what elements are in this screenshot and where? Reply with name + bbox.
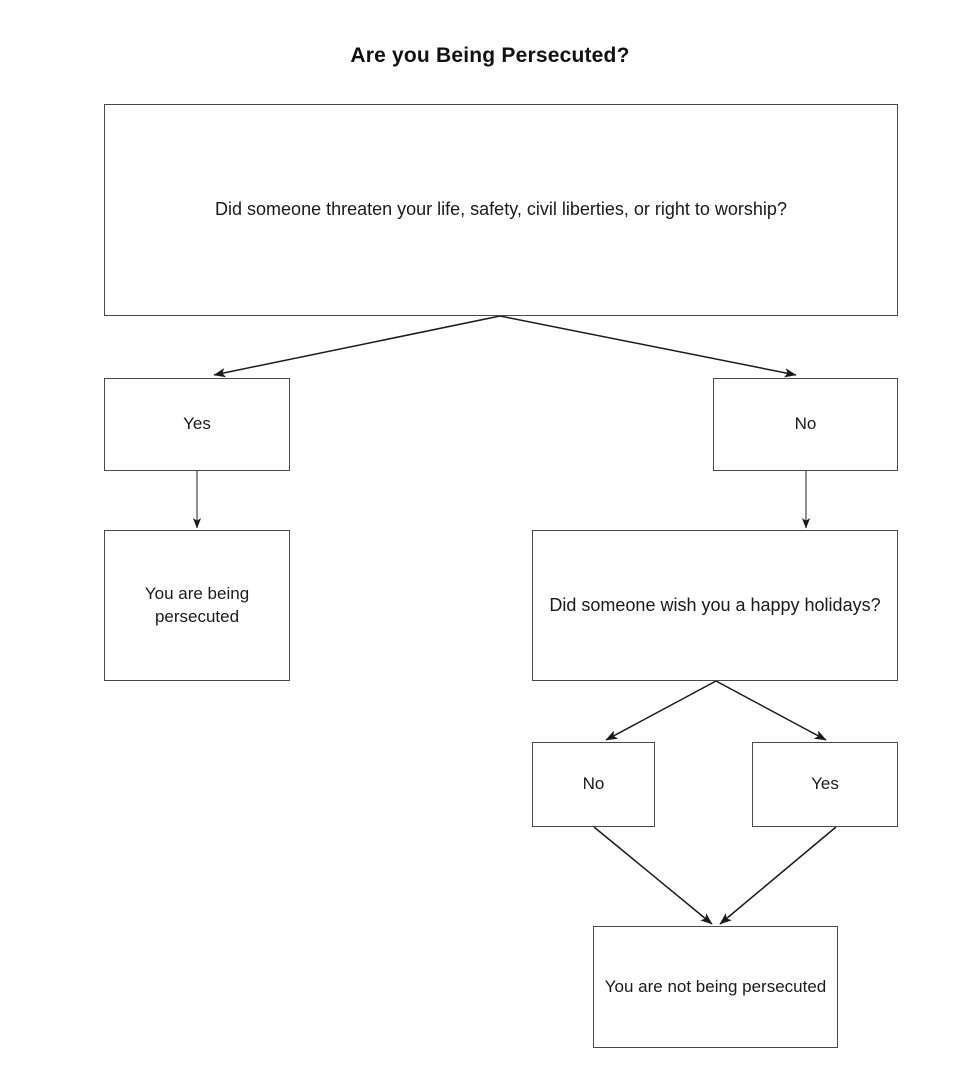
node-answer-yes-level2[interactable]: Yes [752, 742, 898, 827]
node-outcome-persecuted[interactable]: You are being persecuted [104, 530, 290, 681]
edge-root-to-yes [213, 315, 501, 378]
node-outcome-not-persecuted[interactable]: You are not being persecuted [593, 926, 838, 1048]
edge-holidays-to-yes2 [715, 680, 827, 741]
node-outcome-persecuted-label: You are being persecuted [144, 584, 250, 626]
edge-no2-to-notpersecuted [593, 826, 713, 925]
node-answer-no-level2[interactable]: No [532, 742, 655, 827]
edge-yes2-to-notpersecuted [719, 826, 837, 925]
edge-holidays-to-no2 [605, 680, 717, 741]
edge-root-to-no [499, 315, 797, 378]
node-answer-yes-level1[interactable]: Yes [104, 378, 290, 471]
node-answer-no-level1[interactable]: No [713, 378, 898, 471]
node-answer-yes-level1-label: Yes [183, 414, 211, 434]
node-holidays-question[interactable]: Did someone wish you a happy holidays? [532, 530, 898, 681]
node-answer-no-level1-label: No [794, 414, 817, 434]
node-answer-yes-level2-label: Yes [811, 774, 839, 794]
node-outcome-not-persecuted-label: You are not being persecuted [604, 976, 827, 996]
node-root-question[interactable]: Did someone threaten your life, safety, … [104, 104, 898, 316]
node-holidays-question-label: Did someone wish you a happy holidays? [549, 594, 881, 615]
node-answer-no-level2-label: No [582, 774, 605, 794]
page-title: Are you Being Persecuted? [350, 44, 630, 67]
node-root-question-label: Did someone threaten your life, safety, … [215, 199, 787, 220]
